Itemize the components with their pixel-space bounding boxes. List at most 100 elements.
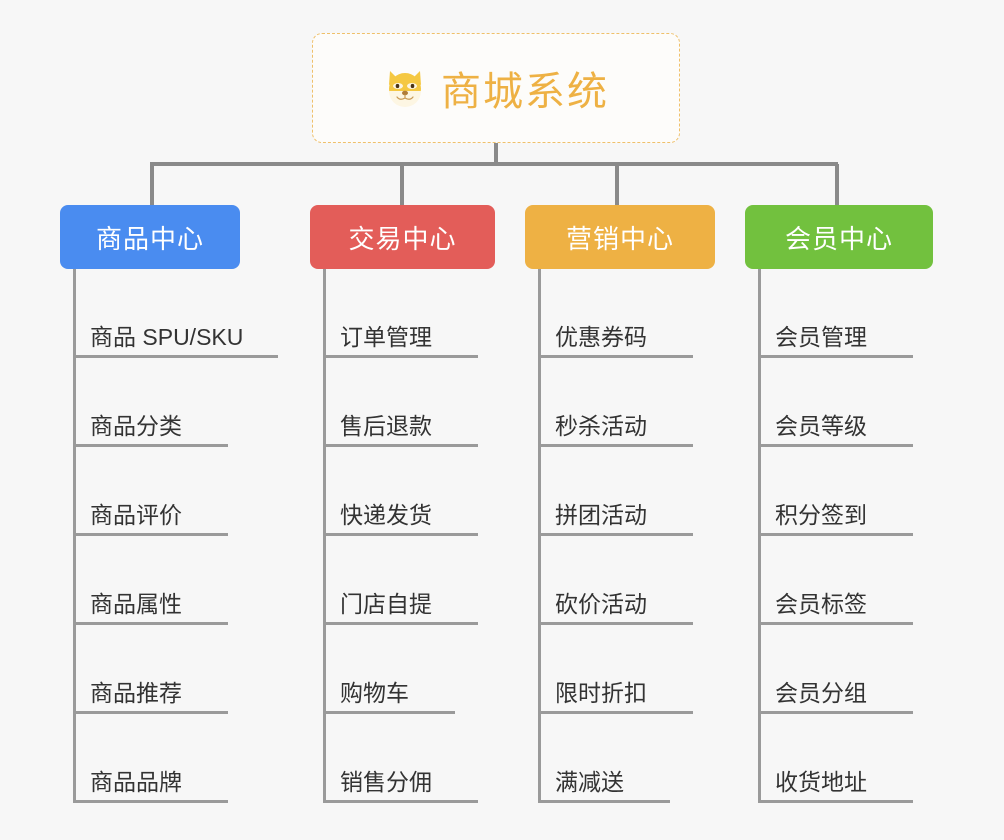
leaf-item-rule	[73, 444, 228, 447]
leaf-item[interactable]: 会员等级	[745, 358, 933, 447]
leaf-item-label: 砍价活动	[555, 591, 647, 617]
leaf-item-label: 商品评价	[90, 502, 182, 528]
leaf-item-rule	[538, 800, 670, 803]
leaf-item-label: 商品品牌	[90, 769, 182, 795]
leaf-item-rule	[758, 533, 913, 536]
root-node[interactable]: 商城系统	[312, 33, 680, 143]
leaf-item-rule	[323, 800, 478, 803]
leaf-item-rule	[538, 355, 693, 358]
leaf-item-rule	[538, 533, 693, 536]
leaf-item-label: 秒杀活动	[555, 413, 647, 439]
leaf-item[interactable]: 收货地址	[745, 714, 933, 803]
leaf-item[interactable]: 商品品牌	[60, 714, 243, 803]
leaf-item[interactable]: 销售分佣	[310, 714, 495, 803]
leaf-item[interactable]: 商品 SPU/SKU	[60, 269, 278, 358]
branch-header-label: 商品中心	[95, 223, 204, 254]
leaf-item[interactable]: 订单管理	[310, 269, 495, 358]
leaf-item-rule	[538, 444, 693, 447]
branch-column-3: 会员中心会员管理会员等级积分签到会员标签会员分组收货地址	[745, 164, 933, 803]
branch-stem-connector	[835, 164, 839, 205]
leaf-item-rule	[323, 711, 455, 714]
branch-header-label: 会员中心	[784, 223, 893, 254]
leaf-item[interactable]: 售后退款	[310, 358, 495, 447]
leaf-item-label: 商品推荐	[90, 680, 182, 706]
leaf-item-rule	[73, 800, 228, 803]
leaf-item[interactable]: 会员分组	[745, 625, 933, 714]
leaf-item-label: 商品分类	[90, 413, 182, 439]
leaf-item[interactable]: 商品分类	[60, 358, 243, 447]
leaf-item[interactable]: 满减送	[525, 714, 715, 803]
branch-stem-connector	[400, 164, 404, 205]
branch-column-1: 交易中心订单管理售后退款快递发货门店自提购物车销售分佣	[310, 164, 495, 803]
leaf-item-rule	[73, 533, 228, 536]
leaf-item[interactable]: 商品推荐	[60, 625, 243, 714]
leaf-item-label: 会员分组	[775, 680, 867, 706]
leaf-item-label: 会员管理	[775, 324, 867, 350]
leaf-item-label: 订单管理	[340, 324, 432, 350]
branch-leaf-list: 订单管理售后退款快递发货门店自提购物车销售分佣	[310, 269, 495, 803]
leaf-item-label: 积分签到	[775, 502, 867, 528]
branch-column-0: 商品中心商品 SPU/SKU 商品分类商品评价商品属性商品推荐商品品牌	[60, 164, 278, 803]
leaf-item[interactable]: 限时折扣	[525, 625, 715, 714]
leaf-item-label: 销售分佣	[340, 769, 432, 795]
leaf-item[interactable]: 拼团活动	[525, 447, 715, 536]
leaf-item-rule	[538, 622, 693, 625]
branch-spine-connector	[323, 269, 326, 803]
leaf-item-rule	[323, 444, 478, 447]
leaf-item[interactable]: 砍价活动	[525, 536, 715, 625]
leaf-item-label: 门店自提	[340, 591, 432, 617]
leaf-item[interactable]: 购物车	[310, 625, 495, 714]
leaf-item-rule	[758, 444, 913, 447]
leaf-item-label: 会员标签	[775, 591, 867, 617]
branch-header-2[interactable]: 营销中心	[525, 205, 715, 269]
leaf-item-label: 会员等级	[775, 413, 867, 439]
branch-spine-connector	[73, 269, 76, 803]
branch-header-label: 营销中心	[565, 223, 674, 254]
leaf-item-rule	[323, 355, 478, 358]
leaf-item-rule	[758, 711, 913, 714]
leaf-item-label: 商品 SPU/SKU	[90, 324, 244, 350]
branch-column-2: 营销中心优惠券码秒杀活动拼团活动砍价活动限时折扣满减送	[525, 164, 715, 803]
leaf-item[interactable]: 商品属性	[60, 536, 243, 625]
leaf-item-label: 满减送	[555, 769, 624, 795]
root-title: 商城系统	[441, 70, 609, 114]
leaf-item[interactable]: 快递发货	[310, 447, 495, 536]
dog-face-icon	[383, 66, 427, 110]
branch-leaf-list: 商品 SPU/SKU 商品分类商品评价商品属性商品推荐商品品牌	[60, 269, 278, 803]
branch-header-label: 交易中心	[348, 223, 457, 254]
leaf-item-label: 商品属性	[90, 591, 182, 617]
leaf-item-rule	[323, 533, 478, 536]
leaf-item-rule	[73, 711, 228, 714]
branch-header-0[interactable]: 商品中心	[60, 205, 240, 269]
branch-spine-connector	[538, 269, 541, 803]
branch-spine-connector	[758, 269, 761, 803]
leaf-item[interactable]: 优惠券码	[525, 269, 715, 358]
root-stem-connector	[494, 143, 498, 164]
leaf-item[interactable]: 门店自提	[310, 536, 495, 625]
branch-header-1[interactable]: 交易中心	[310, 205, 495, 269]
leaf-item[interactable]: 秒杀活动	[525, 358, 715, 447]
branch-leaf-list: 会员管理会员等级积分签到会员标签会员分组收货地址	[745, 269, 933, 803]
leaf-item-label: 限时折扣	[555, 680, 647, 706]
branch-bus-connector	[150, 162, 838, 166]
leaf-item-label: 优惠券码	[555, 324, 647, 350]
branch-leaf-list: 优惠券码秒杀活动拼团活动砍价活动限时折扣满减送	[525, 269, 715, 803]
leaf-item-label: 快递发货	[340, 502, 432, 528]
leaf-item[interactable]: 会员标签	[745, 536, 933, 625]
leaf-item-rule	[758, 622, 913, 625]
branch-header-3[interactable]: 会员中心	[745, 205, 933, 269]
leaf-item-rule	[73, 355, 278, 358]
leaf-item-label: 拼团活动	[555, 502, 647, 528]
leaf-item-label: 售后退款	[340, 413, 432, 439]
leaf-item-rule	[538, 711, 693, 714]
leaf-item-rule	[323, 622, 478, 625]
leaf-item[interactable]: 会员管理	[745, 269, 933, 358]
branch-stem-connector	[615, 164, 619, 205]
leaf-item-label: 购物车	[340, 680, 409, 706]
leaf-item-rule	[73, 622, 228, 625]
leaf-item-label: 收货地址	[775, 769, 867, 795]
leaf-item[interactable]: 商品评价	[60, 447, 243, 536]
leaf-item-rule	[758, 800, 913, 803]
leaf-item[interactable]: 积分签到	[745, 447, 933, 536]
